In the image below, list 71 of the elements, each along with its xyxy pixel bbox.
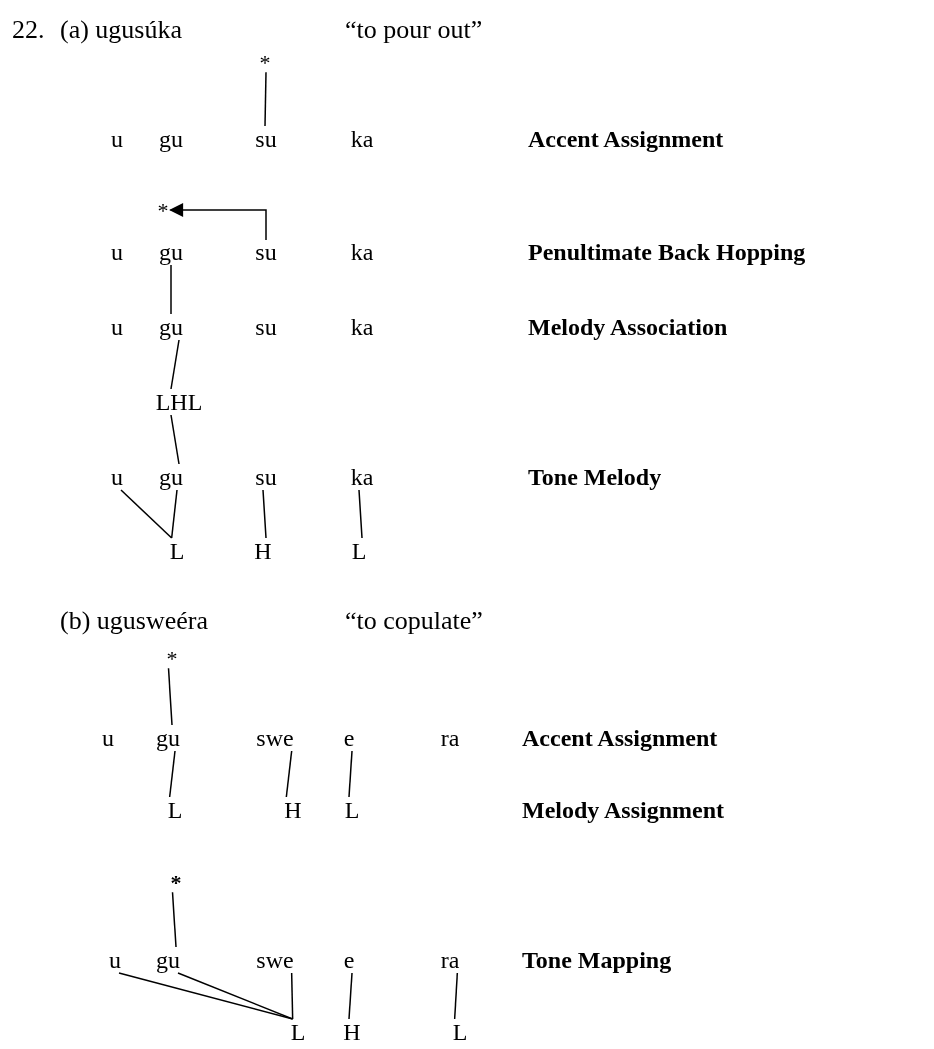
example-heading: “to copulate” <box>345 606 483 636</box>
syllable-text: u <box>111 240 123 264</box>
syllable-text: ka <box>350 315 374 339</box>
syllable-text: H <box>254 539 272 563</box>
accent-mark: * <box>170 872 182 892</box>
association-line <box>120 489 173 539</box>
syllable-text: u <box>109 948 121 972</box>
association-line <box>170 489 178 539</box>
accent-mark: * <box>157 200 169 220</box>
syllable-text: u <box>102 726 114 750</box>
syllable-text: gu <box>159 240 183 264</box>
rule-name: Accent Assignment <box>528 125 724 153</box>
rule-name: Tone Melody <box>528 463 662 491</box>
syllable-text: gu <box>159 315 183 339</box>
syllable-text: L <box>351 539 367 563</box>
rule-name: Melody Association <box>528 313 728 341</box>
association-line <box>348 750 353 798</box>
association-line <box>358 489 363 539</box>
example-heading: (a) ugusúka <box>60 15 182 45</box>
example-heading: 22. <box>12 15 45 45</box>
association-line <box>170 339 180 390</box>
syllable-text: L <box>344 798 360 822</box>
syllable-text: gu <box>159 127 183 151</box>
syllable-text: ra <box>440 948 460 972</box>
rule-name: Accent Assignment <box>522 724 718 752</box>
syllable-text: L <box>290 1020 306 1044</box>
example-heading: (b) ugusweéra <box>60 606 208 636</box>
syllable-text: su <box>255 465 277 489</box>
syllable-text: swe <box>256 726 294 750</box>
syllable-text: ra <box>440 726 460 750</box>
syllable-text: LHL <box>155 390 203 414</box>
example-heading: “to pour out” <box>345 15 483 45</box>
syllable-text: swe <box>256 948 294 972</box>
syllable-text: L <box>169 539 185 563</box>
association-line <box>453 972 459 1020</box>
syllable-text: su <box>255 127 277 151</box>
rule-name: Melody Assignment <box>522 796 724 824</box>
association-line <box>170 264 172 315</box>
association-line <box>285 750 293 798</box>
syllable-text: L <box>452 1020 468 1044</box>
association-line <box>168 750 176 798</box>
association-line <box>170 414 180 465</box>
syllable-text: u <box>111 127 123 151</box>
syllable-text: H <box>284 798 302 822</box>
syllable-text: su <box>255 240 277 264</box>
association-line <box>348 972 353 1020</box>
accent-mark: * <box>259 52 271 72</box>
syllable-text: gu <box>156 948 180 972</box>
syllable-text: ka <box>350 465 374 489</box>
association-line <box>171 891 177 948</box>
association-line <box>118 972 294 1020</box>
association-line <box>177 972 294 1020</box>
syllable-text: u <box>111 465 123 489</box>
association-line <box>167 667 173 726</box>
syllable-text: e <box>343 726 355 750</box>
syllable-text: L <box>167 798 183 822</box>
association-line <box>290 972 294 1020</box>
association-line <box>262 489 267 539</box>
syllable-text: ka <box>350 127 374 151</box>
syllable-text: su <box>255 315 277 339</box>
accent-mark: * <box>166 648 178 668</box>
association-line <box>264 71 267 127</box>
rule-name: Penultimate Back Hopping <box>528 238 806 266</box>
syllable-text: gu <box>156 726 180 750</box>
syllable-text: e <box>343 948 355 972</box>
syllable-text: gu <box>159 465 183 489</box>
rule-name: Tone Mapping <box>522 946 672 974</box>
syllable-text: ka <box>350 240 374 264</box>
arrow <box>169 203 267 241</box>
syllable-text: H <box>343 1020 361 1044</box>
syllable-text: u <box>111 315 123 339</box>
